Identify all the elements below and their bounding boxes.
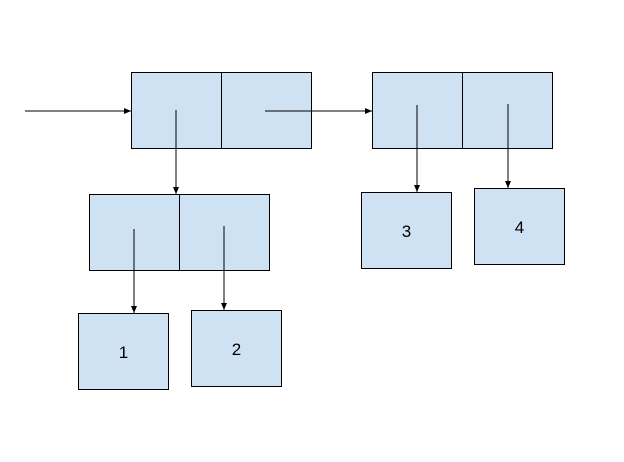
leaf-label-4: 4: [515, 218, 524, 237]
leaf-box-2: 2: [191, 310, 282, 387]
leaf-box-1: 1: [78, 313, 169, 390]
leaf-label-3: 3: [402, 222, 411, 241]
pair-node-top-left: [131, 72, 312, 149]
pair-node-bottom-left: [89, 194, 270, 271]
pair-node-top-right: [372, 72, 553, 149]
leaf-label-2: 2: [232, 340, 241, 359]
leaf-box-2-rect: [191, 310, 282, 387]
leaf-box-1-rect: [78, 313, 169, 390]
leaf-box-3: 3: [361, 192, 452, 269]
leaf-box-4: 4: [474, 188, 565, 265]
leaf-label-1: 1: [119, 343, 128, 362]
leaf-box-3-rect: [361, 192, 452, 269]
leaf-box-4-rect: [474, 188, 565, 265]
